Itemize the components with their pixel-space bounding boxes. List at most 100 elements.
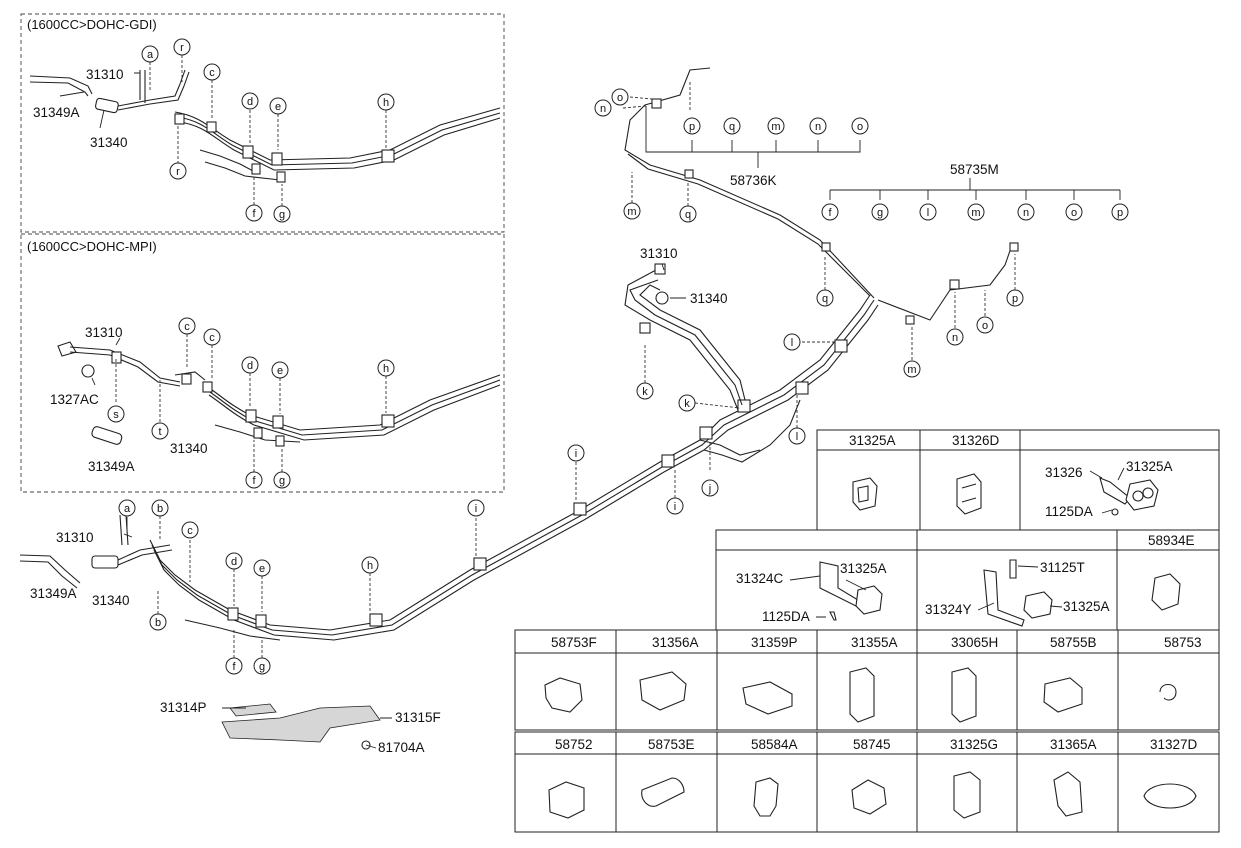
callout-circle bbox=[377, 93, 395, 111]
callout-circle bbox=[623, 202, 641, 220]
heat-shield bbox=[221, 703, 381, 750]
callout-circle bbox=[149, 613, 167, 631]
callout-i: i bbox=[666, 497, 684, 515]
callout-f: f bbox=[821, 203, 839, 221]
callout-circle bbox=[377, 359, 395, 377]
callout-letter: o bbox=[617, 92, 623, 104]
callout-letter: h bbox=[383, 97, 389, 109]
callout-letter: n bbox=[1023, 207, 1029, 219]
legend-j-part: 31355A bbox=[851, 635, 898, 650]
callout-a: a bbox=[118, 499, 136, 517]
mpi-section-title: (1600CC>DOHC-MPI) bbox=[27, 239, 157, 254]
callout-letter: s bbox=[113, 409, 119, 421]
callout-circle bbox=[809, 117, 827, 135]
leader-lines bbox=[59, 55, 1121, 749]
callout-e: e bbox=[269, 97, 287, 115]
legend-e-31324y: 31324Y bbox=[925, 602, 972, 617]
callout-letter: m bbox=[907, 364, 916, 376]
callout-circle bbox=[203, 63, 221, 81]
callout-circle bbox=[169, 162, 187, 180]
callout-circle bbox=[903, 360, 921, 378]
label-58735m: 58735M bbox=[950, 162, 999, 177]
callout-h: h bbox=[377, 93, 395, 111]
legend-m-part: 58753 bbox=[1164, 635, 1202, 650]
callout-circle bbox=[271, 361, 289, 379]
callout-letter: i bbox=[575, 448, 577, 460]
callout-letter: p bbox=[1012, 293, 1018, 305]
callout-circle bbox=[1111, 203, 1129, 221]
callout-letter: l bbox=[927, 207, 929, 219]
callout-h: h bbox=[361, 556, 379, 574]
callout-letter: g bbox=[877, 207, 883, 219]
legend-d-31324c: 31324C bbox=[736, 571, 784, 586]
callout-letter: f bbox=[252, 475, 256, 487]
callout-q: q bbox=[723, 117, 741, 135]
callout-circle bbox=[636, 382, 654, 400]
callout-circle bbox=[467, 499, 485, 517]
callout-p: p bbox=[683, 117, 701, 135]
legend-illustrations bbox=[544, 467, 1197, 819]
parts-legend: 31325A 31326D 58934E 58753F 31356A 31359… bbox=[514, 429, 1220, 833]
legend-e-31325a: 31325A bbox=[1063, 599, 1110, 614]
callout-letter: k bbox=[642, 386, 648, 398]
mpi-section: (1600CC>DOHC-MPI) bbox=[20, 233, 505, 493]
label-1327ac: 1327AC bbox=[50, 392, 99, 407]
callout-i: i bbox=[467, 499, 485, 517]
callout-p: p bbox=[1111, 203, 1129, 221]
legend-r-part: 31325G bbox=[950, 737, 998, 752]
callout-circle bbox=[871, 203, 889, 221]
callout-e: e bbox=[271, 361, 289, 379]
callout-letter: a bbox=[124, 503, 131, 515]
label-31310-gdi: 31310 bbox=[86, 67, 124, 82]
callout-circle bbox=[273, 205, 291, 223]
callout-letter: m bbox=[971, 207, 980, 219]
legend-h-part: 31356A bbox=[652, 635, 699, 650]
label-81704a: 81704A bbox=[378, 740, 425, 755]
callout-letter: c bbox=[187, 525, 193, 537]
callout-circle bbox=[269, 97, 287, 115]
callout-circle bbox=[253, 657, 271, 675]
callout-n: n bbox=[809, 117, 827, 135]
gdi-section: (1600CC>DOHC-GDI) bbox=[20, 13, 505, 233]
callout-circle bbox=[245, 204, 263, 222]
callout-circle bbox=[816, 289, 834, 307]
part-number-labels: 31310 31349A 31340 31310 1327AC 31340 31… bbox=[30, 67, 999, 755]
label-31315f: 31315F bbox=[395, 710, 441, 725]
label-31349a-main: 31349A bbox=[30, 586, 77, 601]
label-31340-gdi: 31340 bbox=[90, 135, 128, 150]
callout-letter: b bbox=[157, 503, 163, 515]
callout-g: g bbox=[871, 203, 889, 221]
callout-circle bbox=[679, 205, 697, 223]
callout-circle bbox=[821, 203, 839, 221]
callout-circle bbox=[245, 471, 263, 489]
callout-letter: q bbox=[729, 121, 735, 133]
callout-a: a bbox=[141, 45, 159, 63]
legend-t-part: 31327D bbox=[1150, 737, 1198, 752]
legend-e-31125t: 31125T bbox=[1040, 560, 1085, 575]
callout-letter: e bbox=[259, 563, 265, 575]
legend-c-31325a: 31325A bbox=[1126, 459, 1173, 474]
callout-letter: f bbox=[232, 661, 236, 673]
callout-letter: n bbox=[952, 332, 958, 344]
legend-k-part: 33065H bbox=[951, 635, 998, 650]
callout-m: m bbox=[623, 202, 641, 220]
legend-s-part: 31365A bbox=[1050, 737, 1097, 752]
legend-d-1125da: 1125DA bbox=[762, 609, 810, 624]
callout-circle bbox=[683, 117, 701, 135]
callout-letter: n bbox=[600, 103, 606, 115]
callout-letter: c bbox=[209, 332, 215, 344]
callout-f: f bbox=[225, 657, 243, 675]
callout-letter: h bbox=[367, 560, 373, 572]
callout-letter: o bbox=[857, 121, 863, 133]
callout-c: c bbox=[203, 63, 221, 81]
callout-letter: f bbox=[828, 207, 832, 219]
callout-f: f bbox=[245, 204, 263, 222]
label-58736k: 58736K bbox=[730, 173, 777, 188]
callout-i: i bbox=[567, 444, 585, 462]
label-31310-rear: 31310 bbox=[640, 246, 678, 261]
callout-p: p bbox=[1006, 289, 1024, 307]
callout-circle bbox=[1065, 203, 1083, 221]
callout-letter: o bbox=[982, 320, 988, 332]
callout-n: n bbox=[946, 328, 964, 346]
callout-g: g bbox=[253, 657, 271, 675]
